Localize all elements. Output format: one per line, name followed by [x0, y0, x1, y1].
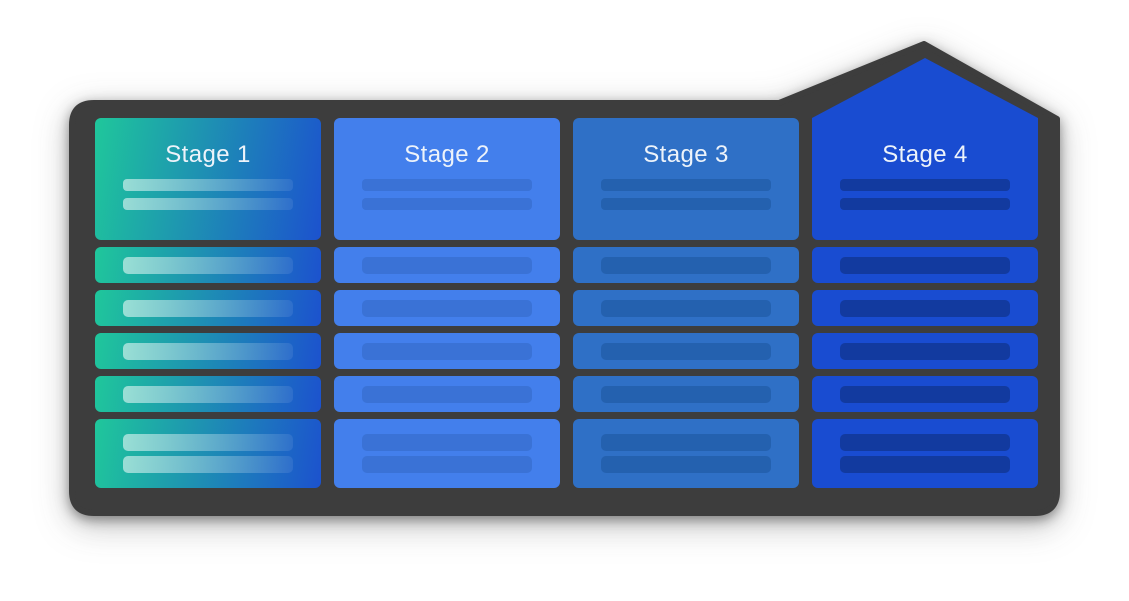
stage-1-item-line-4 — [123, 385, 293, 403]
stage-4-header-card: Stage 4 — [812, 58, 1038, 240]
stage-2-header-line-1 — [362, 179, 532, 191]
stage-4-footer-line-2 — [840, 456, 1010, 473]
stage-4-header-line-2 — [840, 198, 1010, 210]
stage-3-title: Stage 3 — [643, 141, 729, 168]
stage-3-item-line-2 — [601, 299, 771, 317]
stage-2-header-lines — [334, 179, 560, 210]
stage-3-header-line-2 — [601, 198, 771, 210]
stage-3-item-card-3 — [573, 333, 799, 369]
stage-1-item-line-1 — [123, 256, 293, 274]
stage-4-item-card-2 — [812, 290, 1038, 326]
stage-2-footer-line-2 — [362, 456, 532, 473]
stage-1-footer-card — [95, 419, 321, 488]
stage-3-item-card-1 — [573, 247, 799, 283]
stage-2-item-card-1 — [334, 247, 560, 283]
stage-3-item-line-1 — [601, 256, 771, 274]
stage-1-footer-line-1 — [123, 434, 293, 451]
stage-4-item-line-1 — [840, 256, 1010, 274]
stage-1-header-card: Stage 1 — [95, 118, 321, 240]
stage-1-item-card-1 — [95, 247, 321, 283]
stage-1-item-card-2 — [95, 290, 321, 326]
stage-1-footer-line-2 — [123, 456, 293, 473]
stage-3-header-line-1 — [601, 179, 771, 191]
stage-4-item-line-4 — [840, 385, 1010, 403]
stage-2-header-line-2 — [362, 198, 532, 210]
stage-2-item-line-3 — [362, 342, 532, 360]
stage-1-item-card-3 — [95, 333, 321, 369]
stage-1-header-line-2 — [123, 198, 293, 210]
stage-4-footer-card — [812, 419, 1038, 488]
stage-2-item-line-1 — [362, 256, 532, 274]
stage-2-item-card-3 — [334, 333, 560, 369]
stage-3-header-lines — [573, 179, 799, 210]
stage-1-header-lines — [95, 179, 321, 210]
stage-2-item-line-2 — [362, 299, 532, 317]
stage-2-item-line-4 — [362, 385, 532, 403]
stage-4-item-card-4 — [812, 376, 1038, 412]
stage-4-item-line-2 — [840, 299, 1010, 317]
board: Stage 1 Stage 2 Stage 3 Stage 4 — [95, 58, 1038, 488]
stage-3-header-card: Stage 3 — [573, 118, 799, 240]
stage-1-title: Stage 1 — [165, 141, 251, 168]
stage-1-item-line-3 — [123, 342, 293, 360]
stage-2-header-card: Stage 2 — [334, 118, 560, 240]
stage-4-item-card-3 — [812, 333, 1038, 369]
stage-3-footer-card — [573, 419, 799, 488]
stage-4-header-line-1 — [840, 179, 1010, 191]
stage-4-item-line-3 — [840, 342, 1010, 360]
stage-4-title: Stage 4 — [882, 141, 968, 168]
stage-2-item-card-4 — [334, 376, 560, 412]
stage-3-footer-line-1 — [601, 434, 771, 451]
stage-3-item-card-4 — [573, 376, 799, 412]
stage-2-footer-line-1 — [362, 434, 532, 451]
stage-4-header-lines — [812, 179, 1038, 210]
stage-3-footer-line-2 — [601, 456, 771, 473]
stage-4-item-card-1 — [812, 247, 1038, 283]
stage-3-item-card-2 — [573, 290, 799, 326]
stage-3-item-line-4 — [601, 385, 771, 403]
stage-1-header-line-1 — [123, 179, 293, 191]
stage-1-item-card-4 — [95, 376, 321, 412]
stage-2-title: Stage 2 — [404, 141, 490, 168]
stage-2-item-card-2 — [334, 290, 560, 326]
stage-3-item-line-3 — [601, 342, 771, 360]
stage-2-footer-card — [334, 419, 560, 488]
stage-4-footer-line-1 — [840, 434, 1010, 451]
stage-1-item-line-2 — [123, 299, 293, 317]
